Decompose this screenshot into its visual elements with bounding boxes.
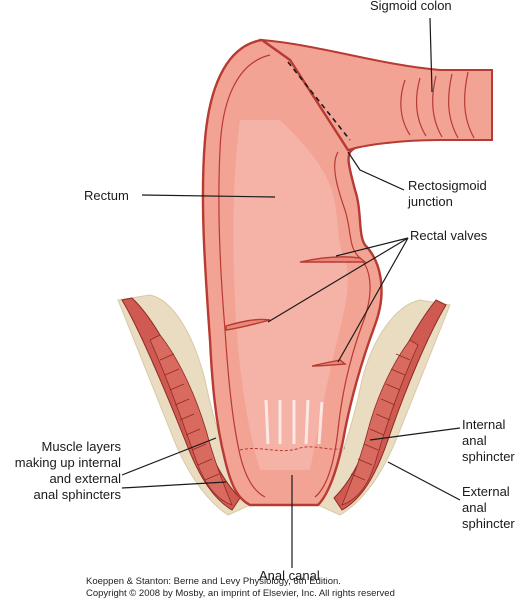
label-muscle-layers: Muscle layers making up internal and ext… [14,439,121,502]
label-anal-canal: Anal canal [259,568,320,583]
left-muscle-band [121,297,241,511]
label-sigmoid-colon: Sigmoid colon [370,0,452,13]
label-rectosigmoid-junction: Rectosigmoid junction [408,178,487,209]
credit-line-2: Copyright © 2008 by Mosby, an imprint of… [86,588,395,599]
rectum-body [201,38,383,507]
label-external-anal-sphincter: External anal sphincter [462,484,515,531]
rectosigmoid-dashed-line [287,61,351,141]
muscle-striations [159,353,411,481]
credit-line-1: Koeppen & Stanton: Berne and Levy Physio… [86,576,341,587]
rectal-valve-upper [299,256,367,263]
leader-lines [121,17,461,568]
label-internal-anal-sphincter: Internal anal sphincter [462,417,515,464]
rectal-valve-middle [225,318,271,331]
label-rectum: Rectum [84,188,129,203]
sigmoid-colon [258,38,493,152]
label-rectal-valves: Rectal valves [410,228,488,243]
right-muscle-band [333,299,447,511]
rectal-valve-lower [311,359,347,367]
